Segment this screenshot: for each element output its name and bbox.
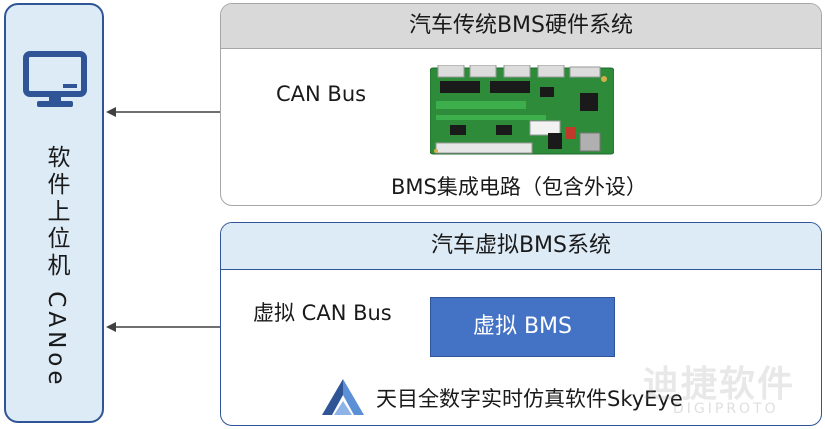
skyeye-footer-label: 天目全数字实时仿真软件SkyEye [376,387,683,411]
upper-computer-label: 软件上位机 CANoe [43,145,69,389]
watermark-chinese: 迪捷软件 [643,364,796,405]
bms-board-caption: BMS集成电路（包含外设） [391,175,647,199]
traditional-system-title: 汽车传统BMS硬件系统 [221,4,821,49]
upper-computer-panel: 软件上位机 CANoe [4,3,104,423]
bms-circuit-board-icon [430,65,614,155]
monitor-icon [23,51,87,107]
virtual-bms-module: 虚拟 BMS [430,297,615,357]
traditional-bms-system: 汽车传统BMS硬件系统 [220,3,822,206]
virtual-can-bus-label: 虚拟 CAN Bus [253,301,392,325]
skyeye-logo-icon [322,379,364,415]
watermark-english: DIGIPROTO [673,401,779,417]
virtual-system-title: 汽车虚拟BMS系统 [221,223,821,270]
can-bus-label: CAN Bus [276,82,367,106]
